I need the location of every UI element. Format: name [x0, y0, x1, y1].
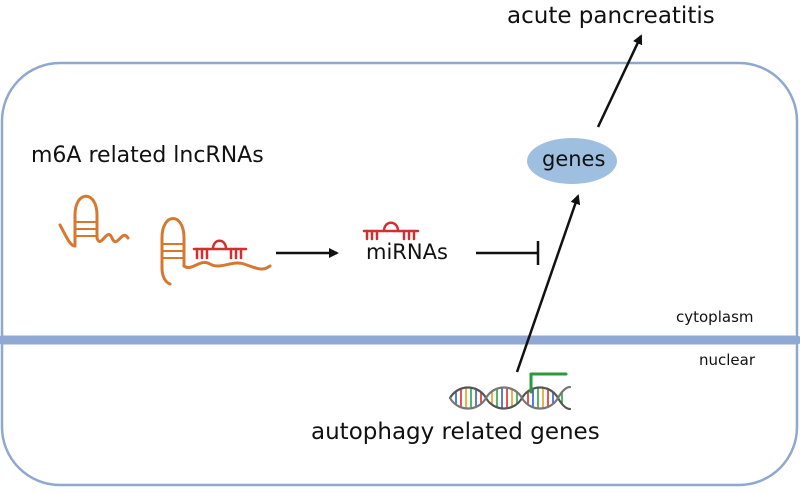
arrow-genes-to-pancreatitis	[596, 34, 643, 128]
mirna-icon	[362, 221, 420, 241]
cytoplasm-label: cytoplasm	[676, 308, 754, 326]
cell-boundary	[0, 61, 799, 487]
promoter-marker-icon	[529, 372, 568, 394]
lncrna-label: m6A related lncRNAs	[31, 143, 264, 168]
dna-helix-icon	[448, 385, 572, 411]
genes-label: genes	[542, 147, 606, 171]
mirna-label: miRNAs	[366, 240, 448, 264]
lncrna-hairpin-icon	[58, 194, 130, 248]
outcome-label: acute pancreatitis	[507, 3, 715, 29]
inhibition-mirna-to-genes	[476, 241, 540, 265]
autophagy-genes-label: autophagy related genes	[311, 419, 600, 445]
lncrna-mirna-bound-icon	[160, 217, 272, 286]
genes-node	[527, 138, 617, 184]
arrow-autophagy-to-genes	[515, 194, 581, 373]
bound-mirna-icon	[192, 239, 248, 260]
nuclear-label: nuclear	[699, 351, 756, 369]
